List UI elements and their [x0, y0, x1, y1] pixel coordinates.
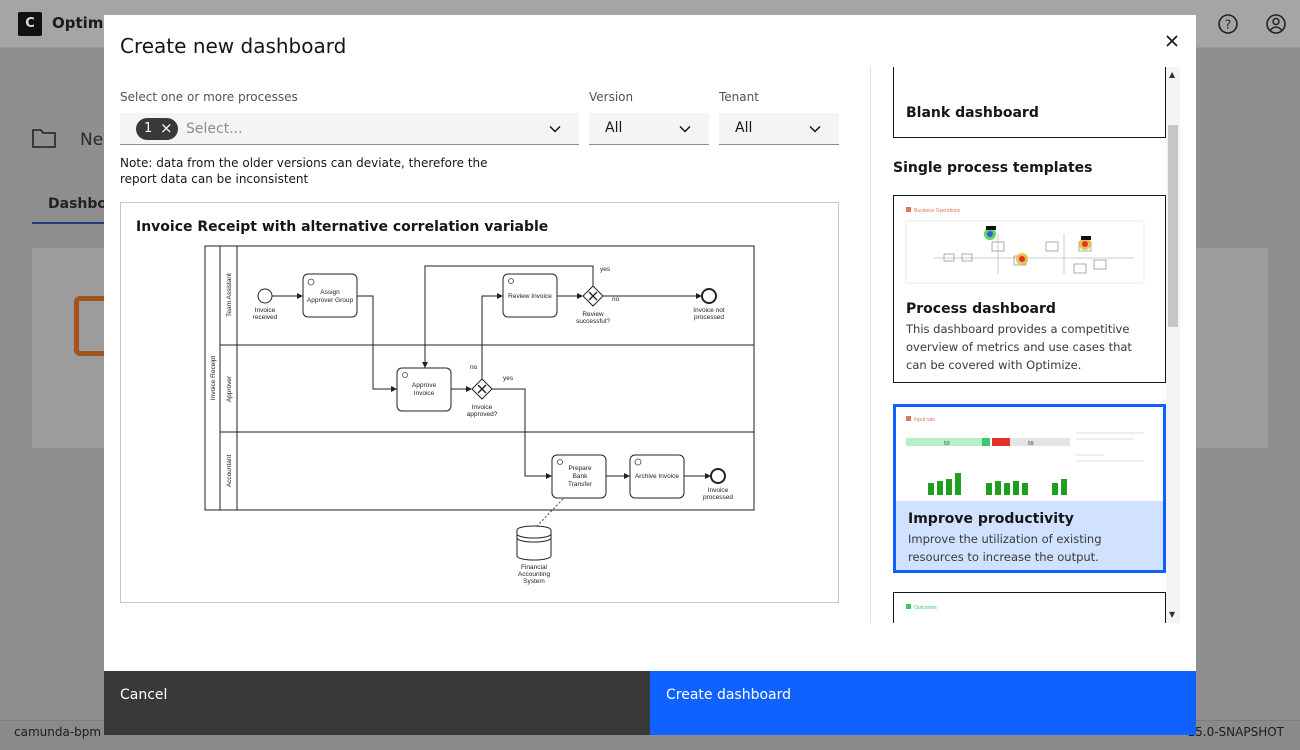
- section-single-process: Single process templates: [893, 160, 1093, 176]
- lane-label-approver: Approver: [226, 375, 233, 402]
- help-icon[interactable]: ?: [1217, 13, 1239, 35]
- task-prepare-label-1: Prepare: [568, 465, 592, 472]
- template-process-title: Process dashboard: [906, 301, 1056, 317]
- task-review-label: Review Invoice: [508, 293, 552, 300]
- start-event-label-2: received: [253, 314, 278, 321]
- tenant-value: All: [735, 120, 753, 136]
- scroll-up-icon[interactable]: ▲: [1169, 70, 1176, 79]
- productivity-preview-header: Input rate: [914, 417, 935, 423]
- user-task-icon: [402, 372, 408, 378]
- productivity-preview: Input rate 53 59: [904, 413, 1150, 495]
- chevron-down-icon: [549, 125, 561, 133]
- gateway-review-label-2: successful?: [576, 318, 610, 325]
- background-tab: Dashboa: [32, 188, 116, 224]
- process-label: Select one or more processes: [120, 90, 298, 104]
- chevron-down-icon: [809, 125, 821, 133]
- modal-title: Create new dashboard: [120, 34, 347, 58]
- svg-text:?: ?: [1225, 18, 1231, 32]
- flow-label-no-1: no: [612, 296, 620, 303]
- datastore-label-2: Accounting: [518, 571, 551, 578]
- folder-icon: [32, 129, 56, 148]
- end-processed-label-1: Invoice: [708, 487, 729, 494]
- template-outcomes[interactable]: Outcomes: [893, 592, 1166, 623]
- camunda-logo: C: [18, 12, 42, 36]
- cancel-button[interactable]: Cancel: [104, 671, 650, 735]
- task-assign-label-2: Approver Group: [307, 297, 354, 304]
- sequence-flows: [272, 265, 711, 479]
- template-process-dashboard[interactable]: Business Operations Process dashboa: [893, 195, 1166, 383]
- gateway-review-label-1: Review: [582, 311, 604, 318]
- task-prepare-label-2: Bank: [573, 473, 589, 480]
- lane-label-accountant: Accountant: [226, 455, 233, 488]
- template-process-desc: This dashboard provides a competitive ov…: [906, 322, 1132, 372]
- template-productivity-desc: Improve the utilization of existing reso…: [908, 532, 1102, 564]
- templates-scrollbar[interactable]: ▲ ▼: [1166, 67, 1180, 623]
- chevron-down-icon: [679, 125, 691, 133]
- user-icon[interactable]: [1265, 13, 1287, 35]
- create-dashboard-modal: Create new dashboard Select one or more …: [104, 15, 1196, 735]
- scroll-thumb[interactable]: [1168, 125, 1178, 327]
- pool-label: Invoice Receipt: [210, 356, 217, 401]
- user-task-icon: [508, 278, 514, 284]
- task-approve-label-2: Invoice: [414, 390, 435, 397]
- task-archive-label: Archive Invoice: [635, 473, 679, 480]
- outcomes-preview: Outcomes: [906, 604, 937, 611]
- flow-label-no-2: no: [470, 364, 478, 371]
- datastore-label-1: Financial: [521, 564, 548, 571]
- process-diagram[interactable]: Invoice Receipt with alternative correla…: [120, 202, 839, 603]
- start-event-label-1: Invoice: [255, 307, 276, 314]
- gateway-approve-label-1: Invoice: [472, 404, 493, 411]
- datastore-financial: [516, 525, 552, 561]
- service-task-icon: [307, 278, 315, 286]
- pool: [204, 245, 755, 511]
- task-prepare-label-3: Transfer: [568, 481, 593, 488]
- diagram-title: Invoice Receipt with alternative correla…: [136, 219, 549, 235]
- start-event: [257, 288, 273, 304]
- version-note: Note: data from the older versions can d…: [120, 156, 488, 186]
- template-productivity-title: Improve productivity: [908, 511, 1074, 527]
- version-value: All: [605, 120, 623, 136]
- productivity-preview-val1: 53: [944, 441, 950, 447]
- empty-state-illustration: [74, 296, 114, 356]
- footer-version: 15.0-SNAPSHOT: [1187, 725, 1284, 739]
- bpmn-diagram: Invoice Receipt Team Assistant Approver …: [204, 245, 755, 585]
- gateway-approve-label-2: approved?: [467, 411, 498, 418]
- user-task-icon: [557, 459, 563, 465]
- end-event-processed: [710, 468, 726, 484]
- template-blank-title: Blank dashboard: [906, 105, 1039, 121]
- process-dashboard-preview: Business Operations: [904, 204, 1150, 286]
- flow-label-yes-2: yes: [503, 375, 514, 382]
- scroll-down-icon[interactable]: ▼: [1169, 610, 1176, 619]
- version-select[interactable]: All: [589, 113, 709, 145]
- tenant-select[interactable]: All: [719, 113, 839, 145]
- templates-list[interactable]: Blank dashboard Single process templates…: [870, 67, 1180, 623]
- selected-highlight: [896, 501, 1163, 570]
- footer-connection: camunda-bpm: [14, 725, 102, 739]
- version-label: Version: [589, 90, 634, 104]
- end-not-processed-label-1: Invoice not: [693, 307, 725, 314]
- productivity-preview-val2: 59: [1028, 441, 1034, 447]
- tenant-label: Tenant: [719, 90, 759, 104]
- datastore-label-3: System: [523, 578, 545, 585]
- flow-label-yes-1: yes: [600, 266, 611, 273]
- process-preview-header: Business Operations: [914, 208, 961, 214]
- service-task-icon: [634, 458, 642, 466]
- outcomes-preview-header: Outcomes: [914, 605, 937, 611]
- task-approve-label-1: Approve: [412, 382, 437, 389]
- selected-count: 1: [144, 121, 153, 136]
- task-assign-label-1: Assign: [320, 289, 340, 296]
- process-search-input[interactable]: Select...: [186, 121, 243, 137]
- end-event-not-processed: [701, 288, 717, 304]
- lane-label-team-assistant: Team Assistant: [226, 273, 233, 317]
- template-improve-productivity[interactable]: Input rate 53 59 Improve productivity: [893, 404, 1166, 573]
- clear-selection-icon[interactable]: ×: [160, 119, 173, 137]
- process-multiselect[interactable]: 1 × Select...: [120, 113, 579, 145]
- create-dashboard-button[interactable]: Create dashboard: [650, 671, 1196, 735]
- close-icon[interactable]: [1160, 29, 1184, 53]
- template-blank[interactable]: Blank dashboard: [893, 67, 1166, 138]
- selected-count-tag: 1 ×: [136, 118, 178, 140]
- end-not-processed-label-2: processed: [694, 314, 724, 321]
- end-processed-label-2: processed: [703, 494, 733, 501]
